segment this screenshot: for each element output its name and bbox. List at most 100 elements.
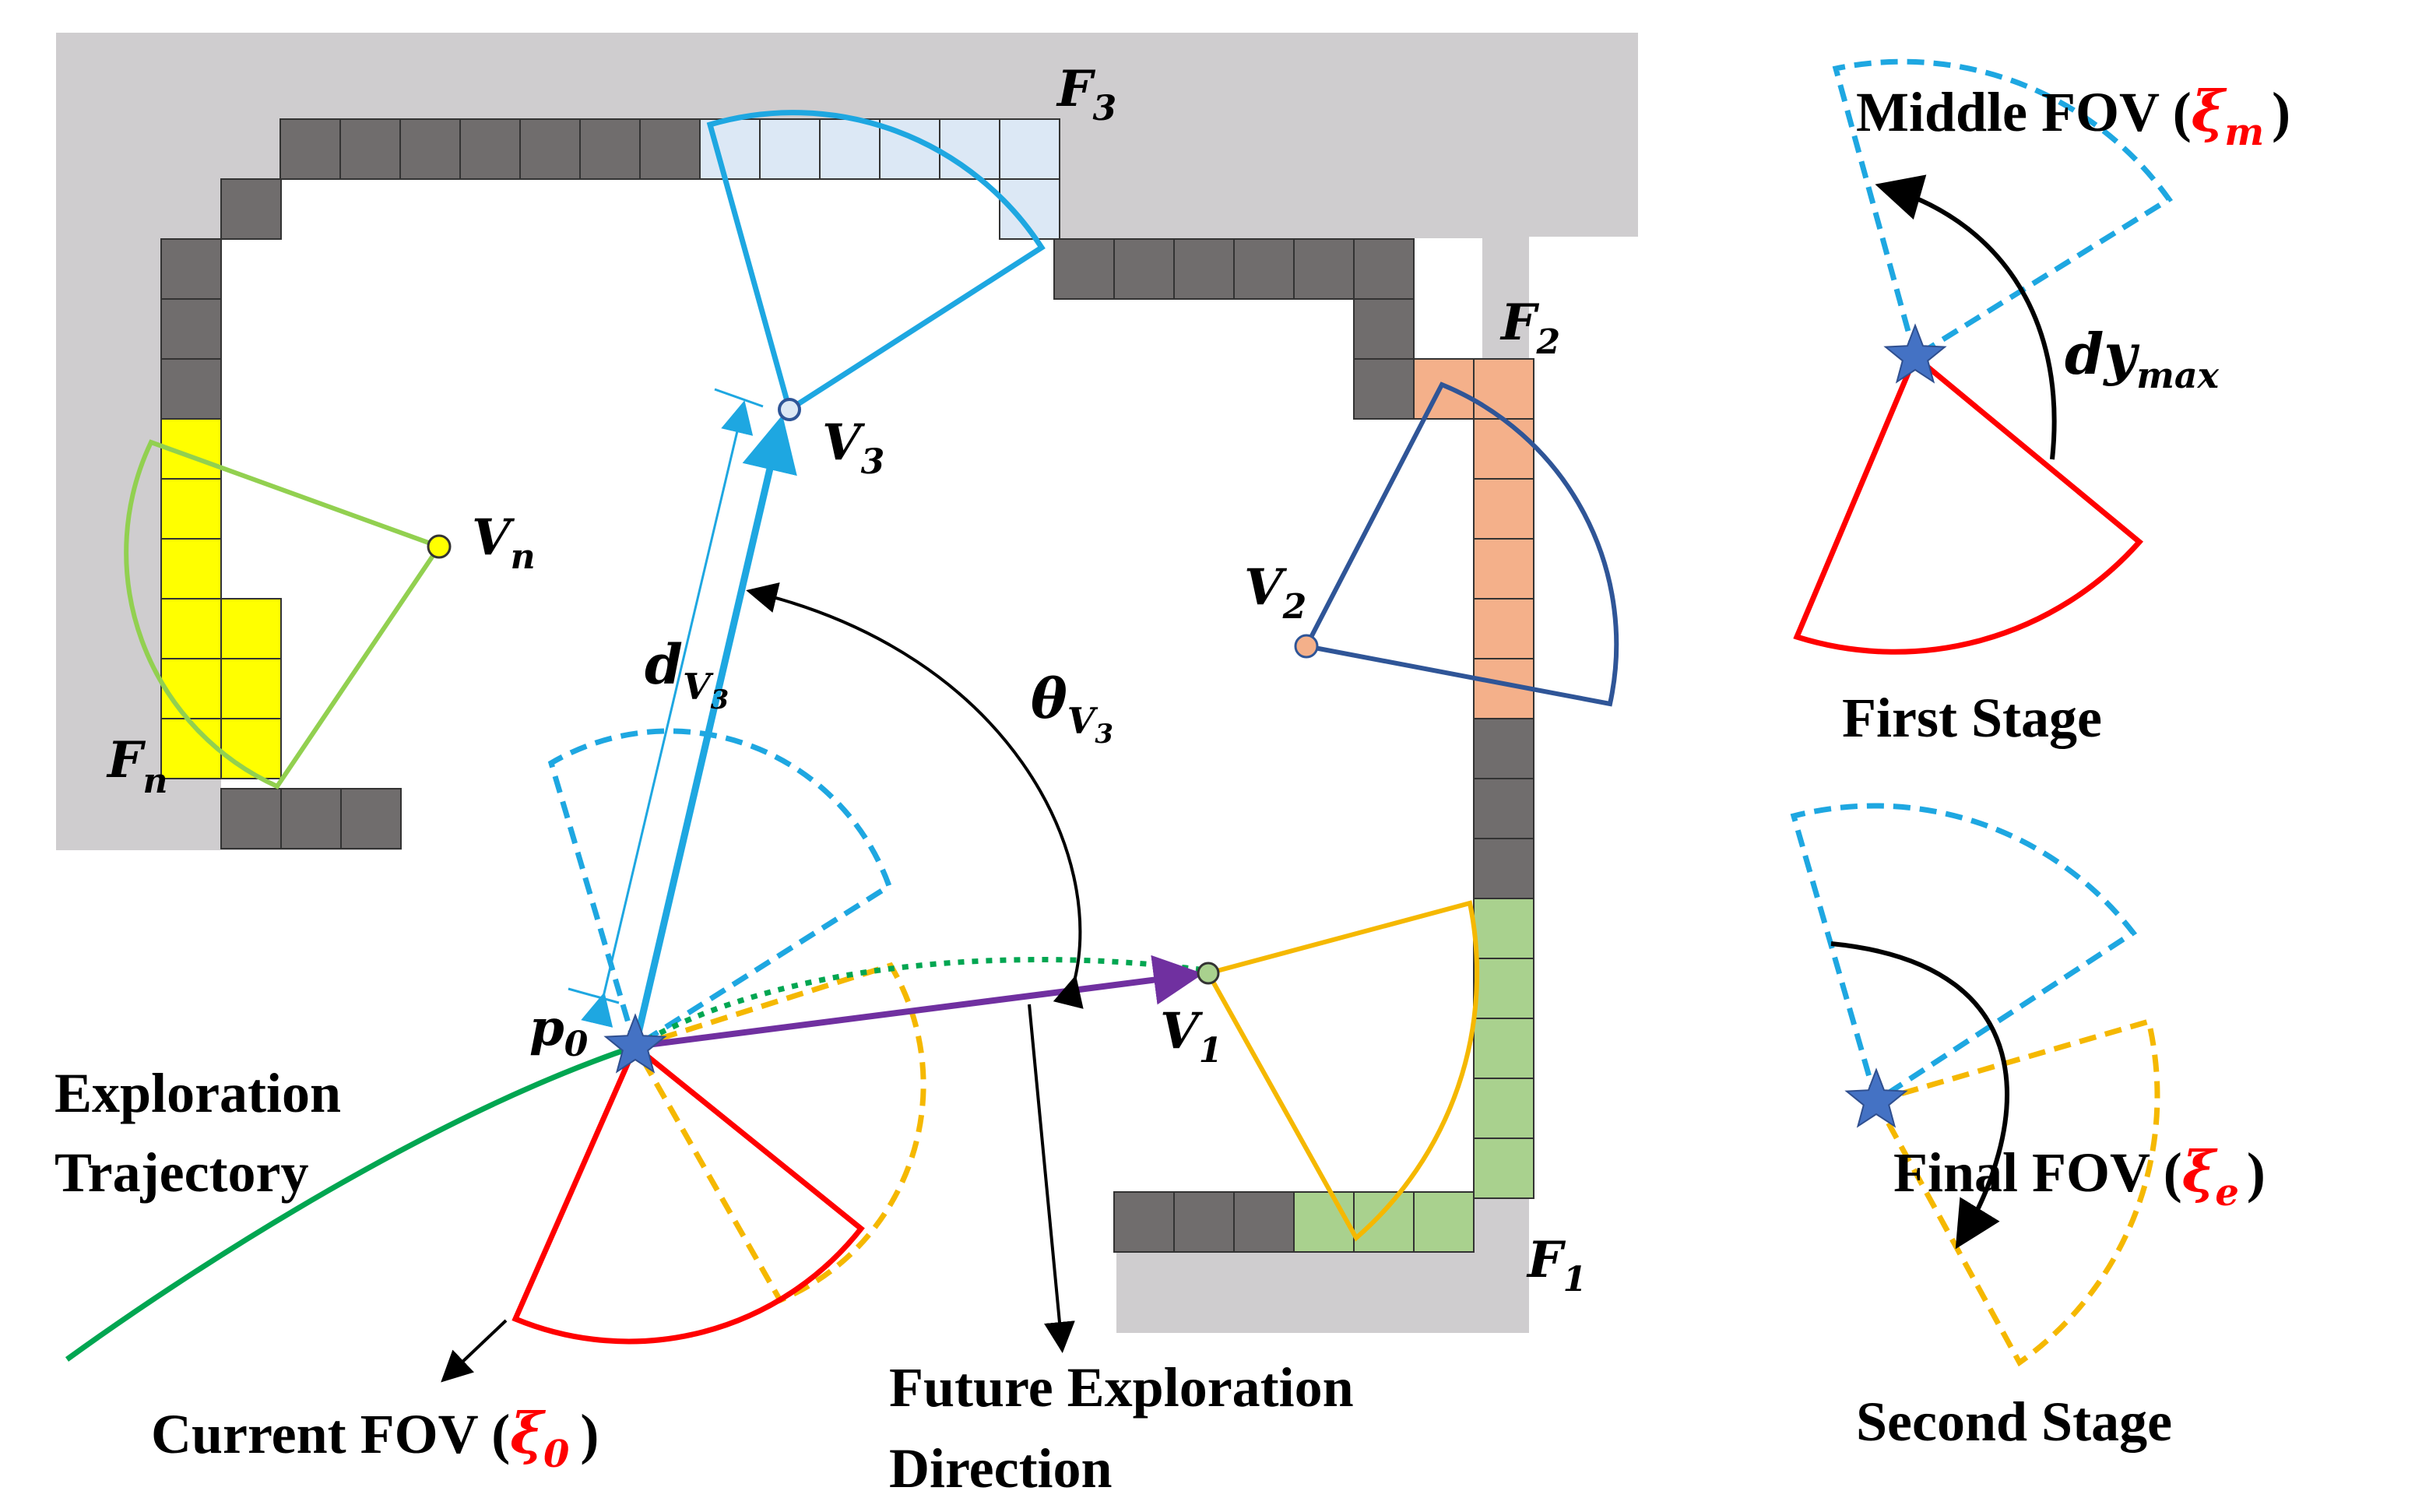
frontier-f3-cell (819, 118, 881, 180)
occupied-cell (579, 118, 641, 180)
frontier-fn-label: Fn (106, 731, 167, 801)
occupied-cell (160, 298, 222, 360)
frontier-fn-cell (160, 478, 222, 540)
occupied-cell (1353, 298, 1415, 360)
future-direction-label-line1: Future Exploration (889, 1356, 1354, 1419)
exploration-trajectory-label-line2: Trajectory (54, 1141, 308, 1204)
occupied-cell (519, 118, 581, 180)
viewpoint-v1 (1197, 962, 1220, 985)
frontier-fn-cell (160, 658, 222, 719)
frontier-fn-cell (160, 538, 222, 600)
viewpoint-vn-label: Vn (472, 508, 536, 577)
second-stage-middle-fov (1790, 803, 2138, 1106)
explored-region (56, 33, 1638, 1333)
occupancy-grid (160, 118, 1534, 1253)
exploration-trajectory (65, 1043, 637, 1362)
second-stage-final-fov (1872, 1018, 2160, 1367)
frontier-f1-cell (1473, 1078, 1534, 1139)
first-stage-middle-fov (1832, 58, 2174, 361)
occupied-cell (1353, 358, 1415, 420)
first-stage-star-icon (1883, 323, 1947, 384)
frontier-f2-cell (1473, 358, 1534, 420)
occupied-cell (220, 178, 282, 240)
distance-dimension (568, 388, 764, 1028)
frontier-f1-cell (1413, 1191, 1475, 1253)
occupied-cell (340, 788, 402, 849)
occupied-cell (220, 788, 282, 849)
frontier-fn-cell (220, 598, 282, 659)
occupied-cell (339, 118, 401, 180)
occupied-cell (1053, 238, 1115, 300)
frontier-f1-label: F1 (1526, 1231, 1587, 1299)
viewpoint-v2-label: V2 (1244, 558, 1306, 627)
occupied-cell (279, 118, 341, 180)
p0-star-icon (603, 1013, 667, 1074)
first-stage-current-fov (1793, 352, 2144, 655)
frontier-f2-cell (1473, 478, 1534, 540)
frontier-fn-cell (160, 598, 222, 659)
occupied-cell (1473, 778, 1534, 839)
occupied-cell (399, 118, 461, 180)
explored-region-main (56, 33, 1638, 1333)
p0-to-v1-arrow (635, 955, 1204, 1050)
viewpoint-v2-fov (1302, 382, 1619, 707)
p0-label: p0 (529, 999, 589, 1064)
viewpoint-vn-fov (124, 439, 443, 789)
frontier-f2-cell (1473, 538, 1534, 600)
frontier-f2-cell (1413, 358, 1475, 420)
second-stage-panel (1790, 803, 2160, 1367)
occupied-cell (639, 118, 701, 180)
frontier-f1-cell (1293, 1191, 1355, 1253)
p0-to-v3-arrow (631, 414, 797, 1048)
first-stage-panel (1793, 58, 2174, 655)
occupied-cell (1233, 238, 1295, 300)
occupied-cell (160, 358, 222, 420)
viewpoint-v3-label: V3 (822, 413, 884, 482)
frontier-fn-cell (220, 658, 282, 719)
frontier-fn-cell (220, 718, 282, 779)
frontier-f1-cell (1353, 1191, 1415, 1253)
second-stage-label: Second Stage (1856, 1391, 2172, 1453)
theta-angle-arc (746, 582, 1084, 1009)
occupied-cell (1473, 838, 1534, 899)
current-fov-label: Current FOV (ξ0) (151, 1400, 599, 1476)
occupied-cell (280, 788, 342, 849)
middle-fov-label: Middle FOV (ξm) (1856, 78, 2290, 154)
occupied-cell (160, 238, 222, 300)
final-fov-label: Final FOV (ξe) (1893, 1138, 2266, 1215)
dy-max-label: dymax (2065, 321, 2220, 396)
frontier-f3-cell (759, 118, 821, 180)
angle-theta-v3-label: θV3 (1031, 666, 1113, 750)
viewpoint-v3-fov (706, 110, 1046, 414)
frontier-f3-label: F3 (1056, 60, 1116, 128)
frontier-f3-cell (939, 118, 1000, 180)
viewpoint-vn (427, 534, 452, 559)
p0-current-fov (511, 1042, 865, 1345)
frontier-f1-cell (1473, 1138, 1534, 1199)
viewpoint-v2 (1294, 634, 1319, 659)
viewpoint-v1-label: V1 (1160, 1002, 1222, 1071)
second-stage-rotation-arrow (1830, 941, 2009, 1250)
occupied-cell (1113, 238, 1175, 300)
viewpoint-v3 (778, 398, 801, 421)
frontier-f2-cell (1473, 598, 1534, 659)
frontier-fn-cell (160, 718, 222, 779)
future-direction-label-line2: Direction (889, 1437, 1113, 1500)
distance-dv3-label: dV3 (645, 632, 729, 716)
current-fov-pointer (441, 1319, 508, 1383)
frontier-f3-cell (999, 118, 1060, 180)
frontier-f1-cell (1473, 1018, 1534, 1079)
exploration-trajectory-label-line1: Exploration (54, 1062, 341, 1124)
frontier-f1-cell (1473, 898, 1534, 959)
frontier-f2-label: F2 (1499, 294, 1560, 362)
dy-max-arrow (1875, 174, 2057, 460)
first-stage-label: First Stage (1842, 687, 2102, 749)
viewpoint-v1-fov (1204, 900, 1480, 1242)
occupied-cell (1353, 238, 1415, 300)
occupied-cell (1293, 238, 1355, 300)
occupied-cell (1173, 238, 1235, 300)
occupied-cell (1113, 1191, 1175, 1253)
occupied-cell (1233, 1191, 1295, 1253)
frontier-f1-cell (1473, 958, 1534, 1019)
